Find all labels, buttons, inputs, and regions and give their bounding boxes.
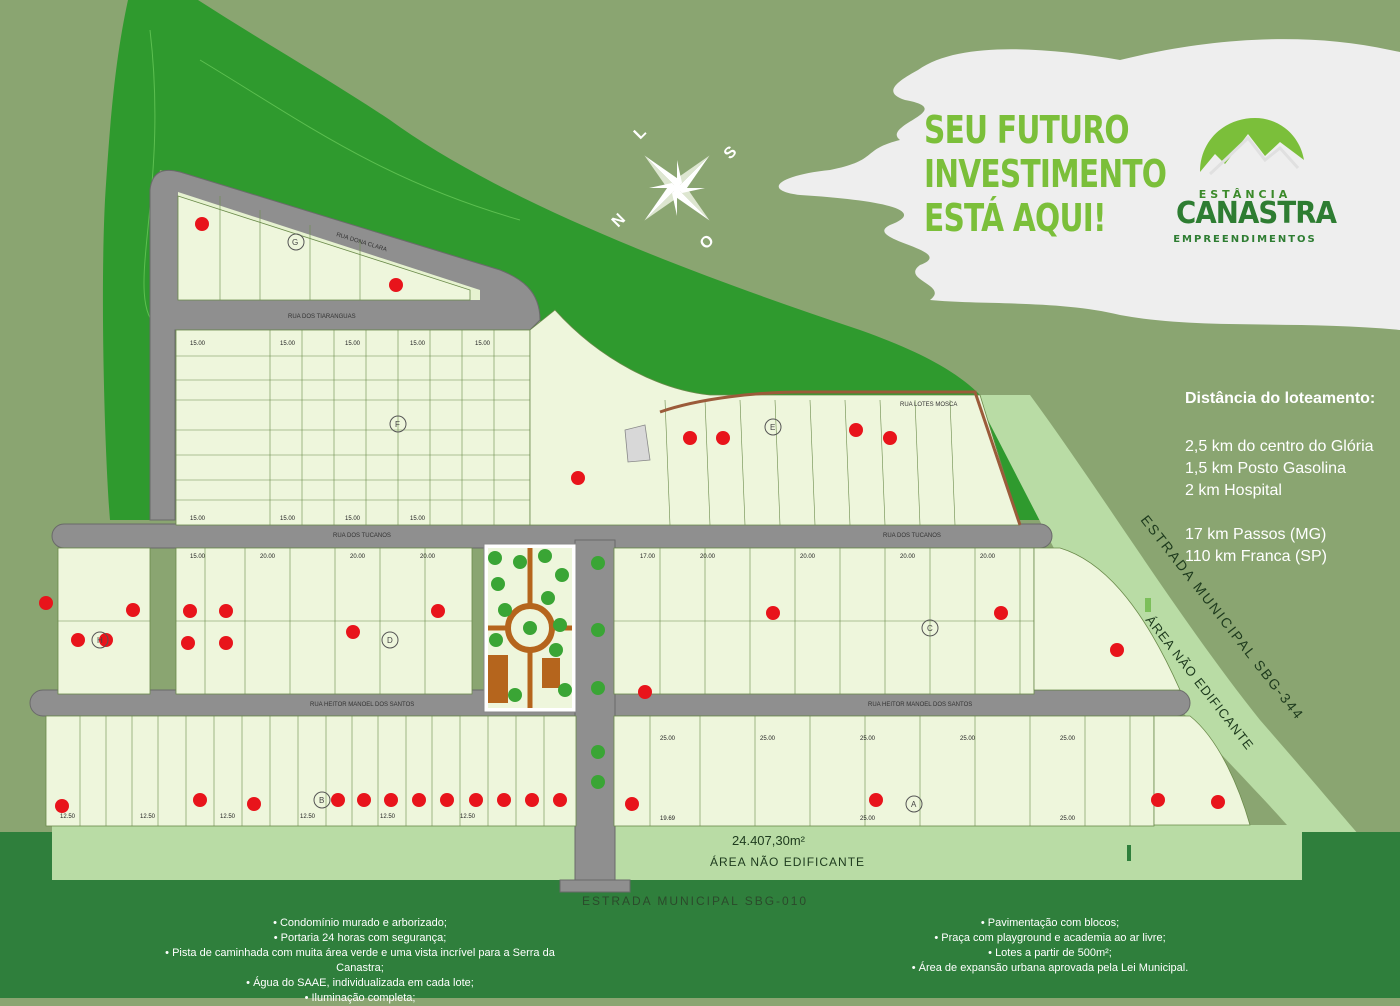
logo-estancia: ESTÂNCIA: [1198, 188, 1292, 201]
forest-area: [102, 0, 1040, 520]
svg-text:20.00: 20.00: [900, 554, 916, 560]
feature-item: Iluminação completa;: [140, 991, 580, 1006]
road-label-mosca: RUA LOTES MOSCA: [900, 402, 957, 408]
compass-rose-icon: [644, 155, 710, 221]
svg-text:15.00: 15.00: [280, 341, 296, 347]
svg-text:15.00: 15.00: [475, 341, 491, 347]
logo-canastra: CANASTRA: [1176, 196, 1337, 231]
headline-line-1: SEU FUTURO: [924, 108, 1130, 152]
svg-text:12.50: 12.50: [60, 814, 76, 820]
bottom-strip: [52, 825, 1302, 880]
svg-text:15.00: 15.00: [345, 516, 361, 522]
area-nao-edificante-value: 24.407,30m²: [732, 833, 806, 848]
block-label-h: H: [97, 636, 103, 645]
boundary-line: [659, 390, 1022, 526]
road-label-tiaranguas: RUA DOS TIARANGUAS: [288, 314, 356, 320]
svg-text:20.00: 20.00: [700, 554, 716, 560]
svg-text:25.00: 25.00: [760, 736, 776, 742]
lot-measurements: 15.00 15.00 15.00 15.00 15.00 15.00 15.00 15.0…: [60, 341, 1076, 822]
feature-item: Área de expansão urbana aprovada pela Le…: [900, 961, 1200, 976]
feature-item: Água do SAAE, individualizada em cada lo…: [140, 976, 580, 991]
road-label-tucanos-left: RUA DOS TUCANOS: [333, 533, 391, 539]
headline-line-3: ESTÁ AQUI!: [924, 196, 1107, 240]
block-label-a: A: [911, 800, 917, 809]
feature-item: Pavimentação com blocos;: [900, 916, 1200, 931]
svg-text:25.00: 25.00: [860, 816, 876, 822]
feature-item: Pista de caminhada com muita área verde …: [140, 946, 580, 976]
block-label-f: F: [395, 420, 400, 429]
road-label-heitor-right: RUA HEITOR MANOEL DOS SANTOS: [868, 702, 972, 708]
road-label-heitor-left: RUA HEITOR MANOEL DOS SANTOS: [310, 702, 414, 708]
feature-item: Condomínio murado e arborizado;: [140, 916, 580, 931]
block-label-e: E: [770, 423, 775, 432]
svg-text:12.50: 12.50: [220, 814, 236, 820]
mountain-logo-icon: [1200, 118, 1304, 176]
features-left: Condomínio murado e arborizado; Portaria…: [140, 916, 580, 1006]
svg-text:25.00: 25.00: [860, 736, 876, 742]
block-label-g: G: [292, 238, 298, 247]
distance-item: 110 km Franca (SP): [1185, 548, 1327, 565]
block-label-c: C: [927, 624, 933, 633]
svg-text:15.00: 15.00: [190, 516, 206, 522]
svg-text:17.00: 17.00: [640, 554, 656, 560]
svg-text:20.00: 20.00: [980, 554, 996, 560]
svg-text:15.00: 15.00: [410, 516, 426, 522]
plaza: [483, 543, 605, 789]
svg-text:25.00: 25.00: [660, 736, 676, 742]
svg-text:15.00: 15.00: [280, 516, 296, 522]
logo-empreendimentos: EMPREENDIMENTOS: [1173, 234, 1317, 245]
distance-item: 1,5 km Posto Gasolina: [1185, 460, 1346, 477]
svg-text:15.00: 15.00: [190, 341, 206, 347]
svg-text:15.00: 15.00: [345, 341, 361, 347]
svg-text:20.00: 20.00: [420, 554, 436, 560]
distance-item: 2,5 km do centro do Glória: [1185, 438, 1374, 455]
lane-mark: [1145, 598, 1151, 612]
brush-stroke: [778, 39, 1400, 330]
svg-text:25.00: 25.00: [960, 736, 976, 742]
feature-item: Lotes a partir de 500m²;: [900, 946, 1200, 961]
block-label-b: B: [319, 796, 324, 805]
svg-text:12.50: 12.50: [140, 814, 156, 820]
distance-item: 2 km Hospital: [1185, 482, 1282, 499]
svg-text:25.00: 25.00: [1060, 816, 1076, 822]
svg-text:12.50: 12.50: [460, 814, 476, 820]
headline-line-2: INVESTIMENTO: [924, 152, 1167, 196]
headline: SEU FUTURO INVESTIMENTO ESTÁ AQUI!: [924, 108, 1167, 240]
distance-panel: Distância do loteamento: 2,5 km do centr…: [1185, 388, 1385, 568]
block-markers: [91, 233, 939, 813]
distance-item: 17 km Passos (MG): [1185, 526, 1327, 543]
area-nao-edificante-label: ÁREA NÃO EDIFICANTE: [710, 854, 865, 869]
svg-text:20.00: 20.00: [350, 554, 366, 560]
svg-text:25.00: 25.00: [1060, 736, 1076, 742]
svg-text:20.00: 20.00: [800, 554, 816, 560]
brand-logo: ESTÂNCIA CANASTRA EMPREENDIMENTOS: [1170, 112, 1337, 252]
distance-title: Distância do loteamento:: [1185, 390, 1376, 407]
block-label-d: D: [387, 636, 393, 645]
svg-text:15.00: 15.00: [410, 341, 426, 347]
features-right: Pavimentação com blocos; Praça com playg…: [900, 916, 1200, 976]
svg-text:12.50: 12.50: [380, 814, 396, 820]
sold-markers: [39, 217, 1225, 813]
svg-text:15.00: 15.00: [190, 554, 206, 560]
building: [624, 424, 651, 463]
svg-text:19.69: 19.69: [660, 816, 676, 822]
lot-divisions: [58, 196, 1131, 826]
estrada-sbg010: ESTRADA MUNICIPAL SBG-010: [582, 894, 808, 908]
feature-item: Portaria 24 horas com segurança;: [140, 931, 580, 946]
svg-text:20.00: 20.00: [260, 554, 276, 560]
feature-item: Praça com playground e academia ao ar li…: [900, 931, 1200, 946]
svg-text:12.50: 12.50: [300, 814, 316, 820]
road-label-tucanos: RUA DOS TUCANOS: [883, 533, 941, 539]
lot-blocks: [45, 195, 1251, 827]
lane-mark: [1127, 845, 1131, 861]
forest-paths: [143, 29, 521, 331]
